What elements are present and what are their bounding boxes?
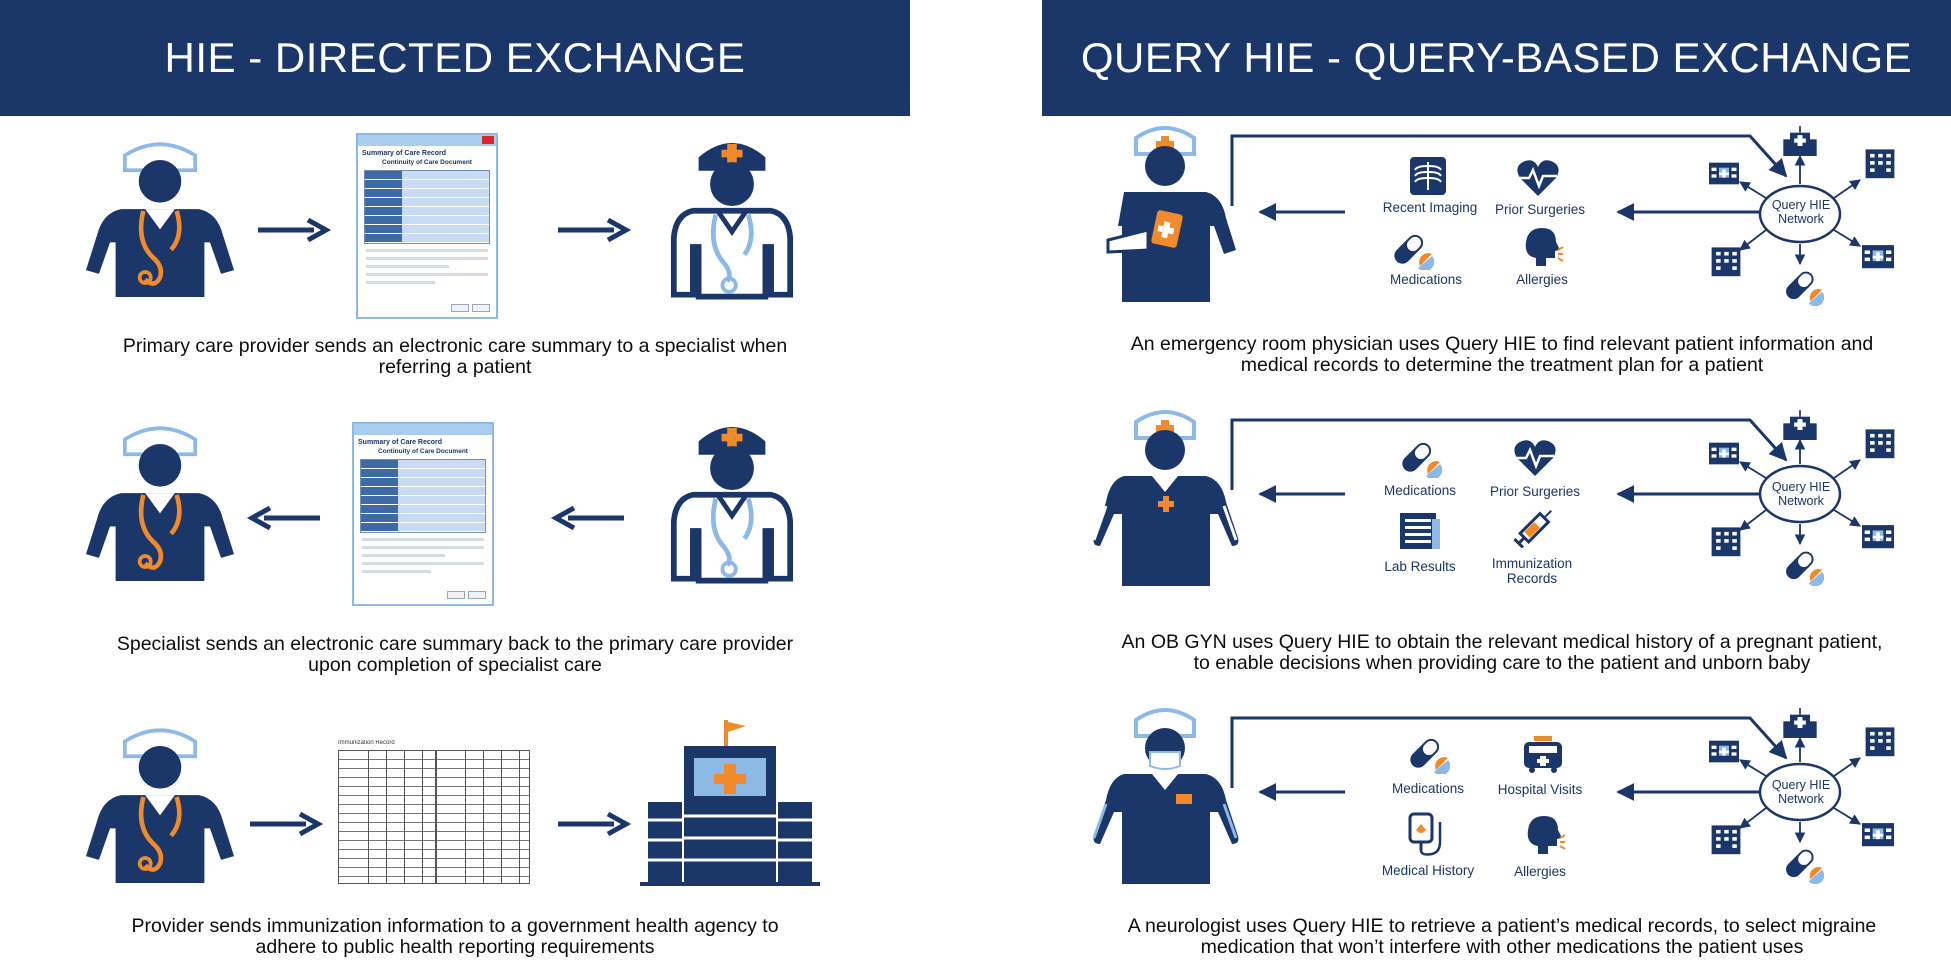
arrow-right-icon xyxy=(558,217,632,243)
government-agency-hospital-icon xyxy=(640,716,820,886)
medical-history-icon xyxy=(1408,812,1442,856)
prior-surgeries-label: Prior Surgeries xyxy=(1494,202,1586,217)
primary-care-doctor-icon xyxy=(86,130,234,302)
network-icon xyxy=(1758,184,1842,244)
doc-title: Summary of Care Record xyxy=(362,150,447,157)
row1-left-caption: Primary care provider sends an electroni… xyxy=(122,335,788,378)
recent-imaging-label: Recent Imaging xyxy=(1382,200,1478,215)
hospital-visits-icon xyxy=(1524,736,1562,773)
medical-history-label: Medical History xyxy=(1381,863,1475,878)
row2-right-caption: An OB GYN uses Query HIE to obtain the r… xyxy=(1121,631,1883,674)
arrow-right-icon xyxy=(258,217,332,243)
recent-imaging-icon xyxy=(1409,156,1447,196)
medications-label: Medications xyxy=(1383,483,1457,498)
medications-label: Medications xyxy=(1391,781,1465,796)
query-row2-diagram xyxy=(1092,410,1895,586)
ob-gyn-icon xyxy=(1092,410,1239,586)
care-summary-document-icon: Summary of Care Record Continuity of Car… xyxy=(356,133,498,319)
immunization-icon xyxy=(1512,506,1558,548)
er-physician-icon xyxy=(1106,126,1236,302)
doc-title: Summary of Care Record xyxy=(358,439,443,446)
immunization-title: Immunization Record xyxy=(338,740,395,746)
network-icon xyxy=(1758,464,1842,524)
allergies-label: Allergies xyxy=(1516,272,1568,287)
allergies-label: Allergies xyxy=(1514,864,1566,879)
medications-icon xyxy=(1391,231,1434,270)
provider-doctor-icon xyxy=(86,716,234,888)
hospital-visits-label: Hospital Visits xyxy=(1497,782,1583,797)
doc-subtitle: Continuity of Care Document xyxy=(378,448,468,455)
arrow-right-icon xyxy=(558,811,632,837)
allergies-icon xyxy=(1526,815,1566,854)
row2-left-caption: Specialist sends an electronic care summ… xyxy=(116,633,794,676)
lab-results-icon xyxy=(1400,513,1440,549)
medications-icon xyxy=(1399,439,1442,478)
row3-left-caption: Provider sends immunization information … xyxy=(131,915,779,958)
arrow-left-icon xyxy=(550,505,624,531)
medications-label: Medications xyxy=(1389,272,1463,287)
primary-care-doctor-icon xyxy=(86,414,234,586)
directed-exchange-title: HIE - DIRECTED EXCHANGE xyxy=(0,0,910,116)
neurologist-icon xyxy=(1092,708,1239,884)
lab-results-label: Lab Results xyxy=(1384,559,1456,574)
arrow-right-icon xyxy=(250,811,324,837)
query-exchange-title: QUERY HIE - QUERY-BASED EXCHANGE xyxy=(1042,0,1951,116)
row1-right-caption: An emergency room physician uses Query H… xyxy=(1130,333,1874,376)
arrow-left-icon xyxy=(246,505,320,531)
prior-surgeries-icon xyxy=(1516,159,1560,198)
row3-right-caption: A neurologist uses Query HIE to retrieve… xyxy=(1127,915,1877,958)
allergies-icon xyxy=(1524,227,1564,266)
care-summary-document-icon: Summary of Care Record Continuity of Car… xyxy=(352,422,494,606)
query-row3-diagram xyxy=(1092,708,1895,884)
prior-surgeries-icon xyxy=(1513,439,1557,478)
specialist-icon xyxy=(670,414,794,586)
medications-icon xyxy=(1407,735,1450,774)
doc-subtitle: Continuity of Care Document xyxy=(382,159,472,166)
query-row1-diagram xyxy=(1106,126,1895,306)
prior-surgeries-label: Prior Surgeries xyxy=(1489,484,1581,499)
network-icon xyxy=(1758,762,1842,822)
immunization-record-icon: Immunization Record xyxy=(336,740,530,890)
specialist-icon xyxy=(670,130,794,302)
